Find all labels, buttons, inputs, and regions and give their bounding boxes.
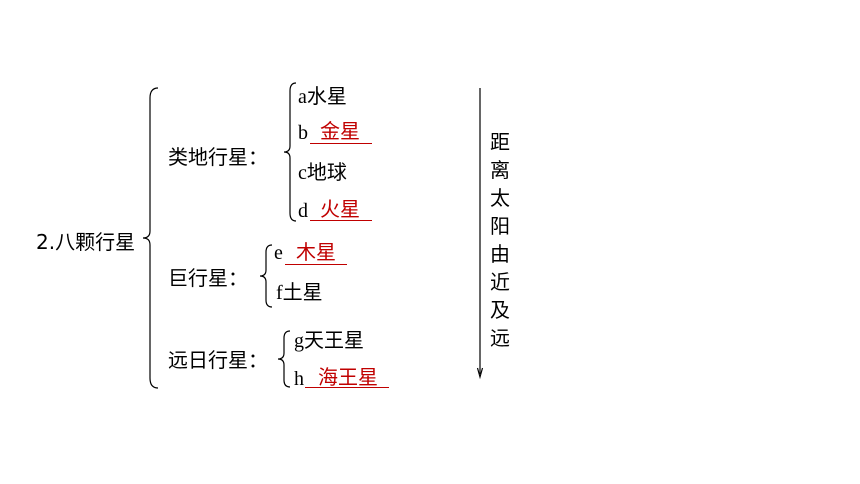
planet-item-b-letter: b: [298, 122, 308, 144]
distance-arrow: [476, 88, 484, 380]
answer-jupiter: 木星: [296, 240, 336, 264]
planet-item-g: g天王星: [294, 328, 364, 352]
section-title: 2.八颗行星: [36, 230, 136, 254]
planet-item-d-letter: d: [298, 200, 308, 222]
answer-underline-h: [305, 387, 389, 388]
planet-item-c: c地球: [298, 160, 347, 184]
planet-item-e-letter: e: [274, 242, 283, 264]
answer-neptune: 海王星: [318, 365, 378, 389]
group-brace-giant: [259, 244, 273, 308]
group-label-terrestrial: 类地行星：: [168, 145, 268, 169]
answer-underline-e: [285, 264, 347, 265]
answer-mars: 火星: [320, 197, 360, 221]
planet-item-f: f土星: [276, 280, 323, 304]
planet-item-h-letter: h: [294, 368, 304, 390]
group-brace-outer: [277, 330, 291, 388]
answer-underline-d: [310, 220, 372, 221]
distance-label: 距离太阳由近及远: [490, 130, 510, 350]
group-label-giant: 巨行星：: [168, 266, 248, 290]
group-label-outer: 远日行星：: [168, 348, 268, 372]
answer-venus: 金星: [320, 119, 360, 143]
planet-item-a: a水星: [298, 84, 347, 108]
main-brace: [142, 87, 159, 389]
answer-underline-b: [310, 143, 372, 144]
group-brace-terrestrial: [283, 82, 297, 222]
